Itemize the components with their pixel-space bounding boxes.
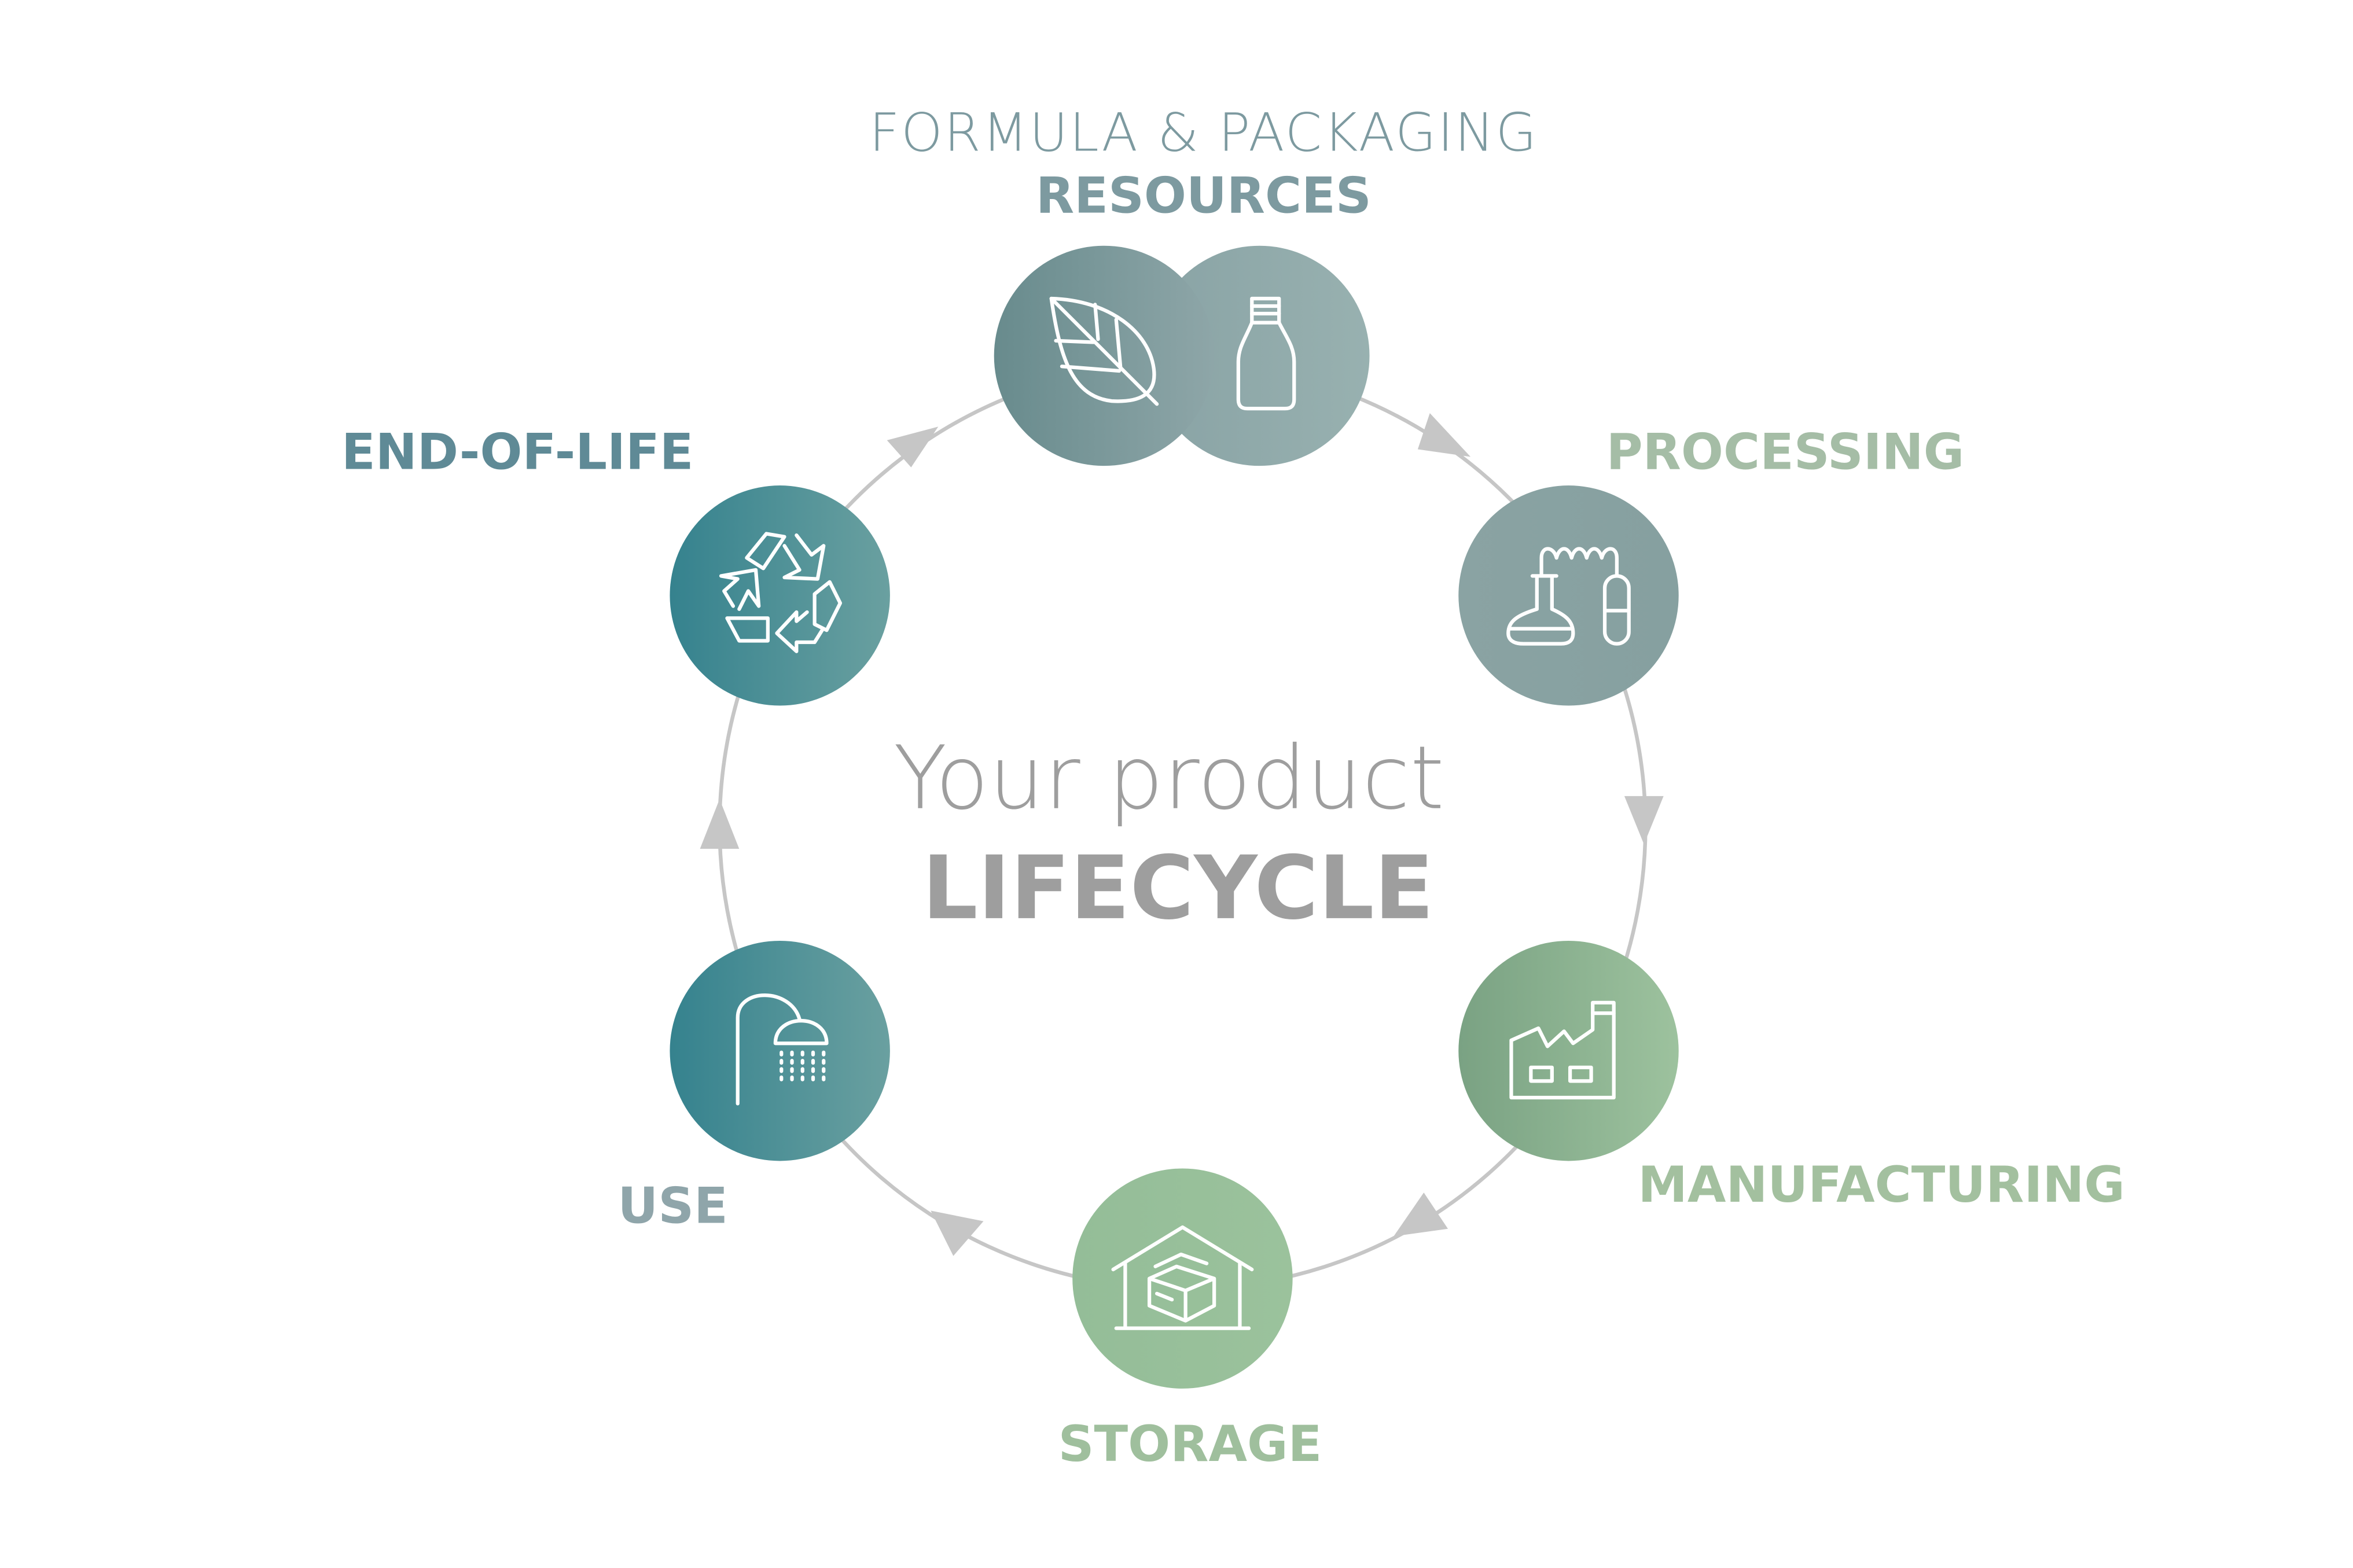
storage-title: STORAGE: [1058, 1415, 1322, 1473]
arrow-icon: [1394, 1192, 1448, 1236]
warehouse-boxes-icon: [1111, 1225, 1254, 1330]
manufacturing-title: MANUFACTURING: [1638, 1156, 2125, 1214]
processing-title: PROCESSING: [1606, 423, 1965, 481]
factory-icon: [1509, 1000, 1616, 1100]
ring-arrows: [700, 413, 1664, 1256]
arrow-icon: [700, 799, 740, 849]
stage-manufacturing: MANUFACTURING: [1458, 941, 2125, 1214]
resources-subtitle: FORMULA & PACKAGING: [869, 102, 1538, 164]
stage-use: USE: [617, 941, 890, 1235]
leaf-circle: [994, 245, 1215, 466]
recycle-icon: [719, 532, 843, 653]
bottle-circle: [1149, 245, 1370, 466]
arrow-icon: [931, 1210, 984, 1256]
shower-icon: [736, 993, 829, 1106]
use-title: USE: [617, 1177, 727, 1235]
stage-processing: PROCESSING: [1458, 423, 1965, 706]
end-of-life-title: END-OF-LIFE: [341, 423, 693, 481]
lab-flask-icon: [1506, 547, 1631, 646]
arrow-icon: [887, 426, 939, 468]
arrow-icon: [1624, 796, 1664, 845]
stage-end-of-life: END-OF-LIFE: [341, 423, 890, 706]
center-subtitle: Your product: [894, 727, 1444, 829]
resources-title: RESOURCES: [1036, 167, 1372, 224]
arrow-icon: [1417, 413, 1471, 457]
center-title: LIFECYCLE: [922, 837, 1433, 939]
bottle-icon: [1236, 296, 1296, 411]
stage-storage: STORAGE: [1058, 1168, 1322, 1473]
stage-resources: FORMULA & PACKAGING RESOURCES: [869, 102, 1538, 466]
leaf-icon: [1049, 296, 1159, 406]
